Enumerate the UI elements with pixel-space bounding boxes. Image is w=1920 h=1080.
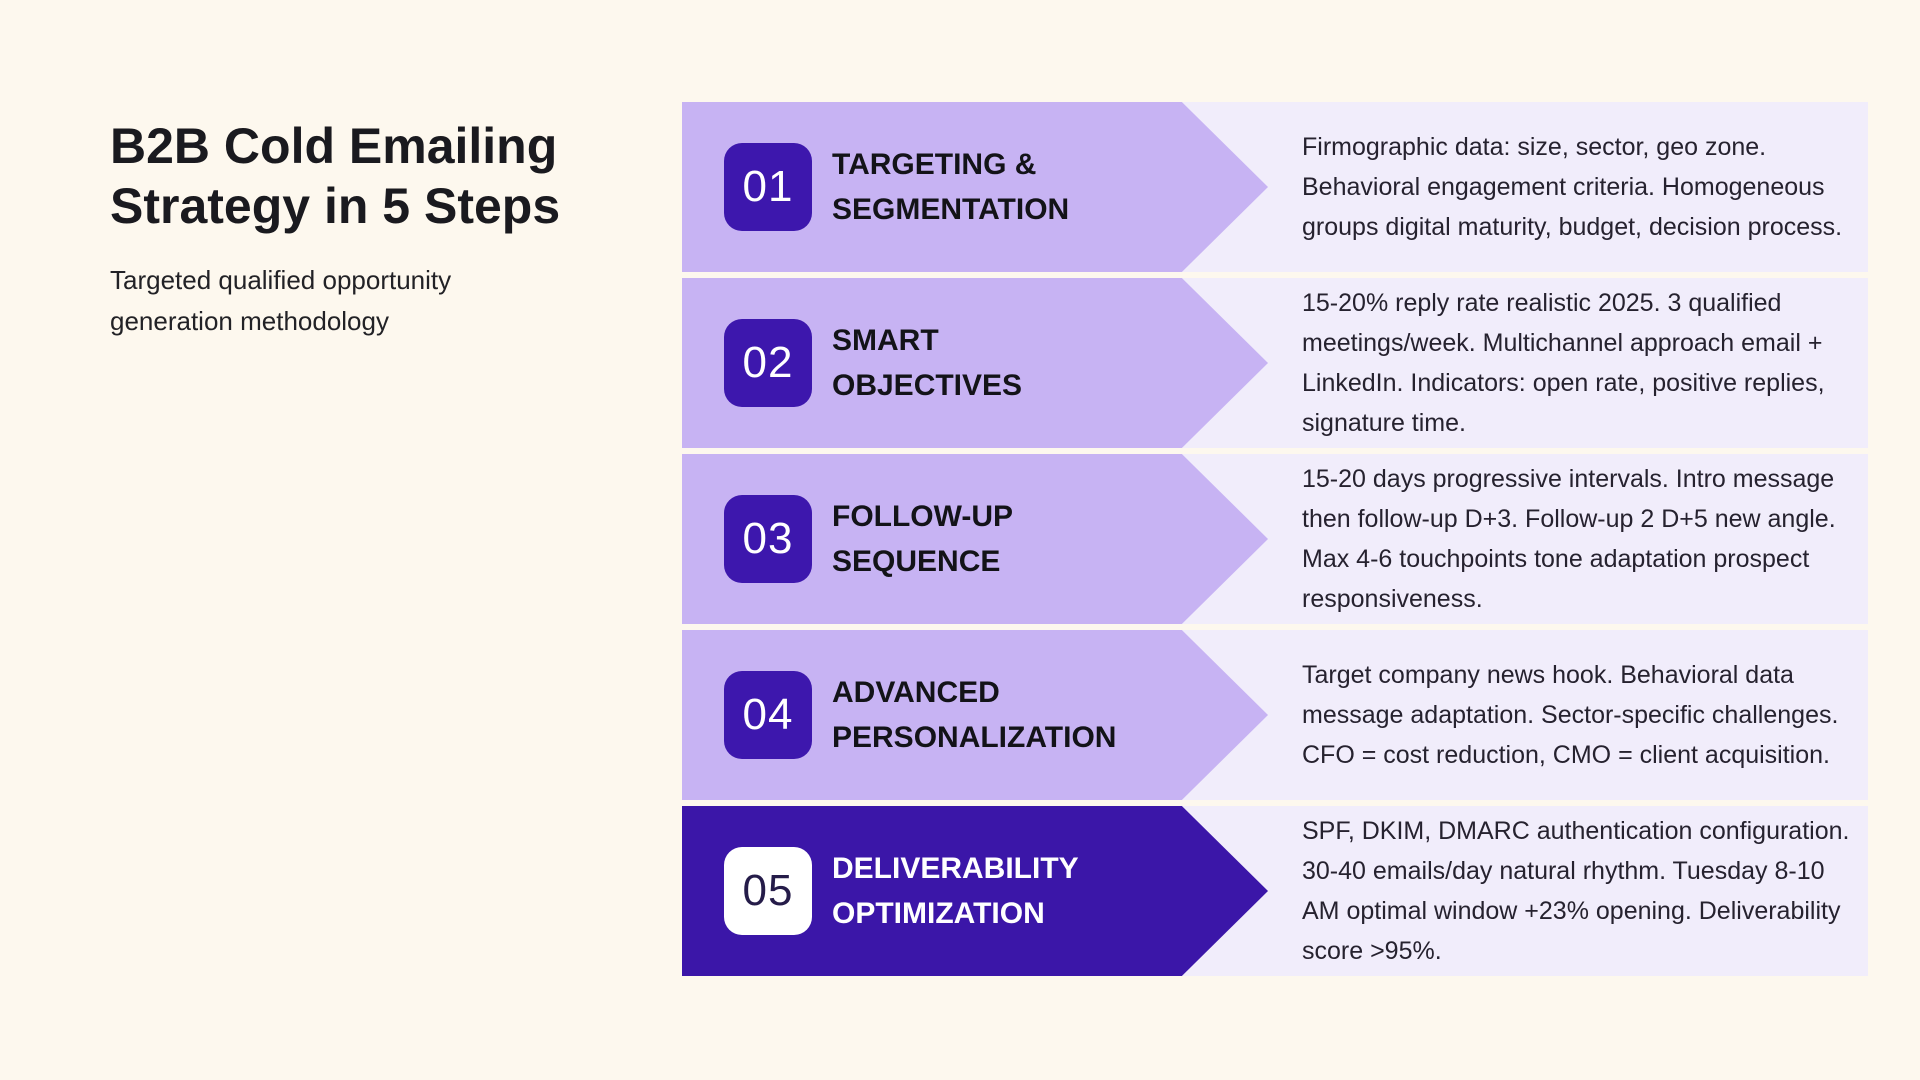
- step-title-line: FOLLOW-UP: [832, 500, 1014, 533]
- step-row-1: 01 TARGETING & SEGMENTATION Firmographic…: [682, 102, 1868, 272]
- step-title-line: PERSONALIZATION: [832, 721, 1117, 754]
- step-title-line: OBJECTIVES: [832, 369, 1023, 402]
- step-title: TARGETING & SEGMENTATION: [832, 102, 1182, 272]
- steps-list: 01 TARGETING & SEGMENTATION Firmographic…: [682, 102, 1868, 976]
- header-block: B2B Cold Emailing Strategy in 5 Steps Ta…: [110, 116, 590, 342]
- step-title: FOLLOW-UP SEQUENCE: [832, 454, 1182, 624]
- step-title-line: SMART: [832, 324, 939, 357]
- step-title-line: SEQUENCE: [832, 545, 1001, 578]
- step-number: 01: [742, 162, 794, 211]
- step-description: 15-20 days progressive intervals. Intro …: [1302, 454, 1852, 624]
- step-description-text: Target company news hook. Behavioral dat…: [1302, 661, 1839, 769]
- page-title-line: Strategy in 5 Steps: [110, 178, 561, 234]
- step-title: ADVANCED PERSONALIZATION: [832, 630, 1182, 800]
- page-subtitle-line: generation methodology: [110, 306, 389, 336]
- step-description-text: 15-20 days progressive intervals. Intro …: [1302, 465, 1836, 613]
- page-subtitle-line: Targeted qualified opportunity: [110, 265, 452, 295]
- step-row-4: 04 ADVANCED PERSONALIZATION Target compa…: [682, 630, 1868, 800]
- step-title: DELIVERABILITY OPTIMIZATION: [832, 806, 1182, 976]
- step-description: Target company news hook. Behavioral dat…: [1302, 630, 1852, 800]
- page-title: B2B Cold Emailing Strategy in 5 Steps: [110, 116, 590, 236]
- step-number: 02: [742, 338, 794, 387]
- page-title-line: B2B Cold Emailing: [110, 118, 558, 174]
- step-description-text: 15-20% reply rate realistic 2025. 3 qual…: [1302, 289, 1825, 437]
- step-description: Firmographic data: size, sector, geo zon…: [1302, 102, 1852, 272]
- step-description-text: Firmographic data: size, sector, geo zon…: [1302, 133, 1843, 241]
- page-subtitle: Targeted qualified opportunity generatio…: [110, 260, 590, 342]
- step-number-badge: 05: [724, 847, 812, 935]
- step-number-badge: 01: [724, 143, 812, 231]
- step-title-line: SEGMENTATION: [832, 193, 1070, 226]
- step-title-line: DELIVERABILITY: [832, 852, 1079, 885]
- step-description-text: SPF, DKIM, DMARC authentication configur…: [1302, 817, 1850, 965]
- step-description: 15-20% reply rate realistic 2025. 3 qual…: [1302, 278, 1852, 448]
- step-description: SPF, DKIM, DMARC authentication configur…: [1302, 806, 1852, 976]
- step-row-3: 03 FOLLOW-UP SEQUENCE 15-20 days progres…: [682, 454, 1868, 624]
- step-number-badge: 04: [724, 671, 812, 759]
- step-title-line: TARGETING &: [832, 148, 1037, 181]
- step-row-5: 05 DELIVERABILITY OPTIMIZATION SPF, DKIM…: [682, 806, 1868, 976]
- step-number-badge: 02: [724, 319, 812, 407]
- step-number: 03: [742, 514, 794, 563]
- step-title-line: ADVANCED: [832, 676, 1000, 709]
- step-number-badge: 03: [724, 495, 812, 583]
- step-number: 05: [742, 866, 794, 915]
- step-row-2: 02 SMART OBJECTIVES 15-20% reply rate re…: [682, 278, 1868, 448]
- step-title: SMART OBJECTIVES: [832, 278, 1182, 448]
- step-title-line: OPTIMIZATION: [832, 897, 1045, 930]
- step-number: 04: [742, 690, 794, 739]
